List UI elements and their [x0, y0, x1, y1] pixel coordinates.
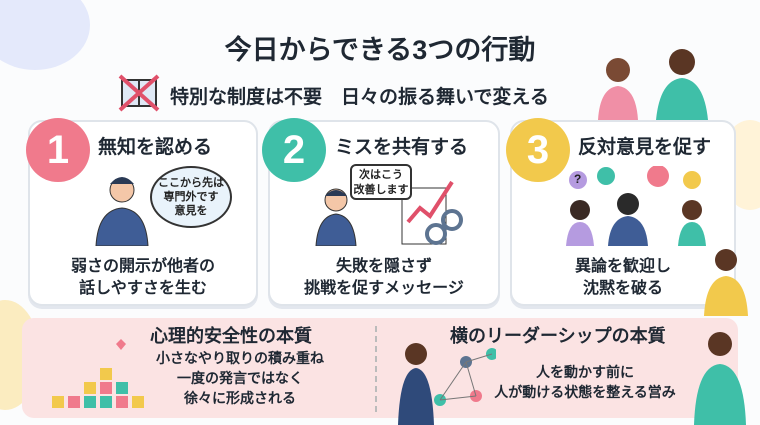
card-title-1: 無知を認める: [98, 137, 213, 158]
panel-right-text: 人を動かす前に 人が動ける状態を整える営み: [470, 362, 700, 402]
panel-text-line: 人が動ける状態を整える営み: [494, 384, 676, 400]
subtitle: 特別な制度は不要 日々の振る舞いで変える: [170, 87, 549, 108]
leader-network-illustration: [398, 343, 496, 425]
card-body-line: 失敗を隠さず: [335, 258, 432, 275]
people-talking-illustration: [598, 49, 708, 120]
panel-text-line: 徐々に形成される: [184, 390, 296, 406]
card-body-2: 失敗を隠さず 挑戦を促すメッセージ: [268, 256, 500, 300]
panel-text-line: 人を動かす前に: [536, 364, 634, 380]
card-body-line: 話しやすさを生む: [79, 280, 207, 297]
card-body-3: 異論を歓迎し 沈黙を破る: [510, 256, 736, 300]
discussion-group-illustration: [566, 166, 706, 246]
no-rulebook-icon: [118, 74, 160, 112]
panel-text-line: 小さなやり取りの積み重ね: [156, 350, 324, 366]
card-body-line: 異論を歓迎し: [574, 258, 671, 275]
step-number-1: 1: [26, 118, 90, 182]
card-body-line: 挑戦を促すメッセージ: [304, 280, 464, 297]
improvement-illustration: [315, 180, 463, 246]
panel-left-text: 小さなやり取りの積み重ね 一度の発言ではなく 徐々に形成される: [150, 348, 330, 408]
speech-bubble: 次はこう 改善します: [350, 164, 412, 200]
thinking-person-illustration: [95, 177, 149, 246]
card-body-1: 弱さの開示が他者の 話しやすさを生む: [28, 256, 258, 300]
card-body-line: 沈黙を破る: [582, 280, 663, 297]
card-title-3: 反対意見を促す: [578, 137, 712, 158]
speech-bubble: ここから先は 専門外です 意見を: [150, 166, 232, 228]
step-number-3: 3: [506, 118, 570, 182]
stacking-blocks-illustration: [52, 339, 144, 408]
panel-text-line: 一度の発言ではなく: [177, 370, 303, 386]
card-title-2: ミスを共有する: [335, 137, 469, 158]
waving-person-illustration: [704, 249, 748, 316]
panel-divider: [375, 326, 377, 412]
cheering-person-illustration: [694, 332, 746, 425]
question-mark: ?: [574, 172, 582, 186]
panel-left-title: 心理的安全性の本質: [150, 326, 312, 346]
panel-right-title: 横のリーダーシップの本質: [450, 326, 666, 346]
step-number-2: 2: [262, 118, 326, 182]
card-body-line: 弱さの開示が他者の: [70, 258, 215, 275]
page-title: 今日からできる3つの行動: [224, 35, 536, 65]
